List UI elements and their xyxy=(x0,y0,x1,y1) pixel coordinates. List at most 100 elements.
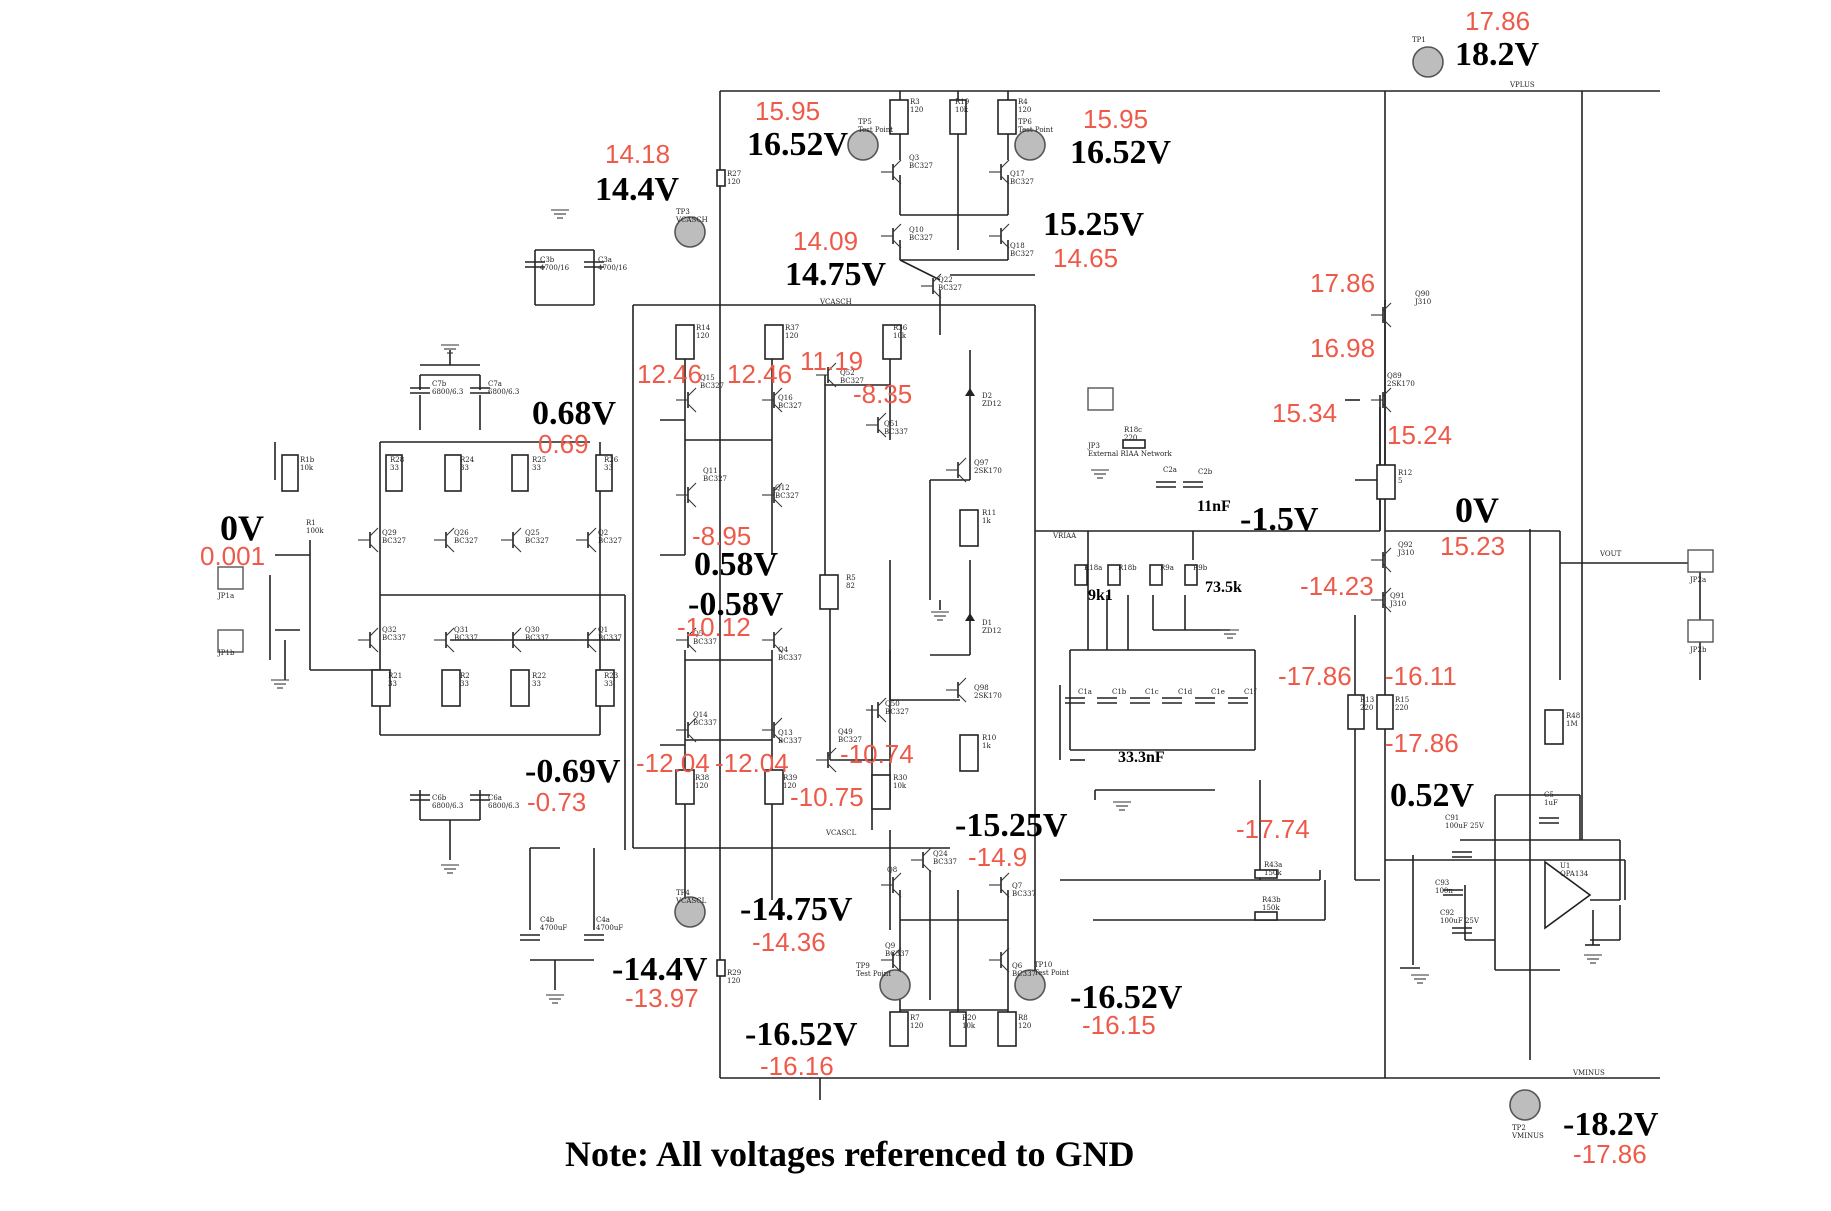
resistor-body-14 xyxy=(510,669,530,707)
design-voltage-r5-top: 0.58V xyxy=(694,546,779,583)
transistor-emitter-28 xyxy=(892,963,902,973)
design-voltage-tp10: -16.52V xyxy=(1070,979,1183,1016)
measured-voltage-input: 0.001 xyxy=(200,541,265,571)
component-r28-value: 33 xyxy=(390,464,399,472)
resistor-body-27 xyxy=(1347,694,1365,730)
component-r38-ref: R38 xyxy=(695,774,709,782)
transistor-emitter-32 xyxy=(1382,563,1392,573)
component-r39-ref: R39 xyxy=(783,774,797,782)
component-q26-value: BC327 xyxy=(454,537,478,545)
transistor-emitter-29 xyxy=(1000,963,1010,973)
transistor-emitter-26 xyxy=(892,888,902,898)
test-point-circle-2 xyxy=(1014,129,1046,161)
component-q18-ref: Q18 xyxy=(1010,242,1025,250)
component-r9a-ref: R9a xyxy=(1160,564,1174,572)
component-q29-ref: Q29 xyxy=(382,529,397,537)
measured-voltage-q24: -14.9 xyxy=(968,842,1027,872)
measured-voltage-input-pos: 0.69 xyxy=(538,429,589,459)
component-r30-value: 10k xyxy=(893,782,907,790)
transistor-emitter-10 xyxy=(773,498,783,508)
component-r21-ref: R21 xyxy=(388,672,402,680)
measured-voltage-r15-bottom: -17.86 xyxy=(1385,728,1459,758)
transistor-collector-30 xyxy=(1382,302,1392,312)
component-q4-ref: Q4 xyxy=(778,646,789,654)
component-r10-value: 1k xyxy=(982,742,991,750)
component-r29-value: 120 xyxy=(727,977,740,985)
design-voltage-q8: -14.75V xyxy=(740,891,853,928)
measured-voltage-q22: 14.09 xyxy=(793,226,858,256)
component-r39-value: 120 xyxy=(783,782,796,790)
design-voltage-q24: -15.25V xyxy=(955,807,1068,844)
component-c3a-ref: C3a xyxy=(598,256,612,264)
resistor-body-8 xyxy=(385,454,403,492)
component-q50-value: BC327 xyxy=(885,708,909,716)
test-point-circle-7 xyxy=(1509,1089,1541,1121)
measured-voltage-vout: 15.23 xyxy=(1440,531,1505,561)
resistor-body-3 xyxy=(716,169,726,187)
component-tp6-value: Test Point xyxy=(1018,126,1053,134)
component-q8-ref: Q8 xyxy=(887,866,897,874)
net-label-vout: VOUT xyxy=(1599,550,1622,558)
component-r24-value: 33 xyxy=(460,464,469,472)
transistor-collector-15 xyxy=(369,627,379,637)
transistor-emitter-11 xyxy=(369,543,379,553)
transistor-collector-20 xyxy=(773,627,783,637)
component-c91-ref: C91 xyxy=(1445,814,1459,822)
transistor-emitter-4 xyxy=(932,289,942,299)
measured-voltage-q90: 17.86 xyxy=(1310,268,1375,298)
component-r14-value: 120 xyxy=(696,332,709,340)
transistor-emitter-2 xyxy=(892,239,902,249)
component-q5-ref: Q5 xyxy=(693,630,703,638)
component-jp2b-ref: JP2b xyxy=(1689,646,1707,654)
component-q24-value: BC337 xyxy=(933,858,957,866)
component-jp1b-ref: JP1b xyxy=(217,649,235,657)
resistor-body-5 xyxy=(764,324,784,360)
test-point-circle-3 xyxy=(674,216,706,248)
component-q6-ref: Q6 xyxy=(1012,962,1023,970)
wire-103 xyxy=(899,259,941,281)
component-c92-value: 100uF 25V xyxy=(1440,917,1480,925)
component-r20-value: 10k xyxy=(962,1022,976,1030)
component-q97-ref: Q97 xyxy=(974,459,989,467)
component-r18a-ref: R18a xyxy=(1084,564,1102,572)
design-voltage-input-pos: 0.68V xyxy=(532,395,617,432)
transistor-collector-23 xyxy=(877,697,887,707)
measured-voltage-q13: -12.04 xyxy=(715,748,789,778)
component-q4-value: BC337 xyxy=(778,654,802,662)
resistor-body-34 xyxy=(1122,439,1146,449)
resistor-body-33 xyxy=(1184,564,1198,586)
component-jp3-value: External RIAA Network xyxy=(1088,450,1173,458)
transistor-collector-11 xyxy=(369,527,379,537)
design-voltage-vcasch: 14.4V xyxy=(595,171,680,208)
component-r4-value: 120 xyxy=(1018,106,1031,114)
component-r5-value: 82 xyxy=(846,582,855,590)
component-q3-value: BC327 xyxy=(909,162,933,170)
component-r19-ref: R19 xyxy=(955,98,969,106)
component-q15-value: BC327 xyxy=(700,382,724,390)
component-tp2-value: VMINUS xyxy=(1511,1132,1544,1140)
component-jp3-ref: JP3 xyxy=(1087,442,1100,450)
component-tp9-ref: TP9 xyxy=(856,962,870,970)
component-c5-ref: C5 xyxy=(1544,791,1554,799)
transistor-collector-34 xyxy=(957,457,967,467)
resistor-body-25 xyxy=(997,1011,1017,1047)
transistor-collector-25 xyxy=(922,847,932,857)
measured-voltage-tp1: 17.86 xyxy=(1465,6,1530,36)
component-q89-value: 2SK170 xyxy=(1387,380,1415,388)
component-r1-ref: R1 xyxy=(306,519,316,527)
resistor-body-31 xyxy=(1107,564,1121,586)
component-r7-value: 120 xyxy=(910,1022,923,1030)
transistor-emitter-22 xyxy=(773,733,783,743)
transistor-emitter-27 xyxy=(1000,888,1010,898)
component-r24-ref: R24 xyxy=(460,456,475,464)
transistor-emitter-5 xyxy=(687,403,697,413)
component-u1-ref: U1 xyxy=(1560,862,1570,870)
component-q12-ref: Q12 xyxy=(775,484,790,492)
transistor-collector-26 xyxy=(892,872,902,882)
component-q7-value: BC337 xyxy=(1012,890,1036,898)
measured-voltage-q89-gate: 15.34 xyxy=(1272,398,1337,428)
component-c7a-value: 6800/6.3 xyxy=(488,388,519,396)
transistor-collector-17 xyxy=(512,627,522,637)
component-q98-ref: Q98 xyxy=(974,684,989,692)
